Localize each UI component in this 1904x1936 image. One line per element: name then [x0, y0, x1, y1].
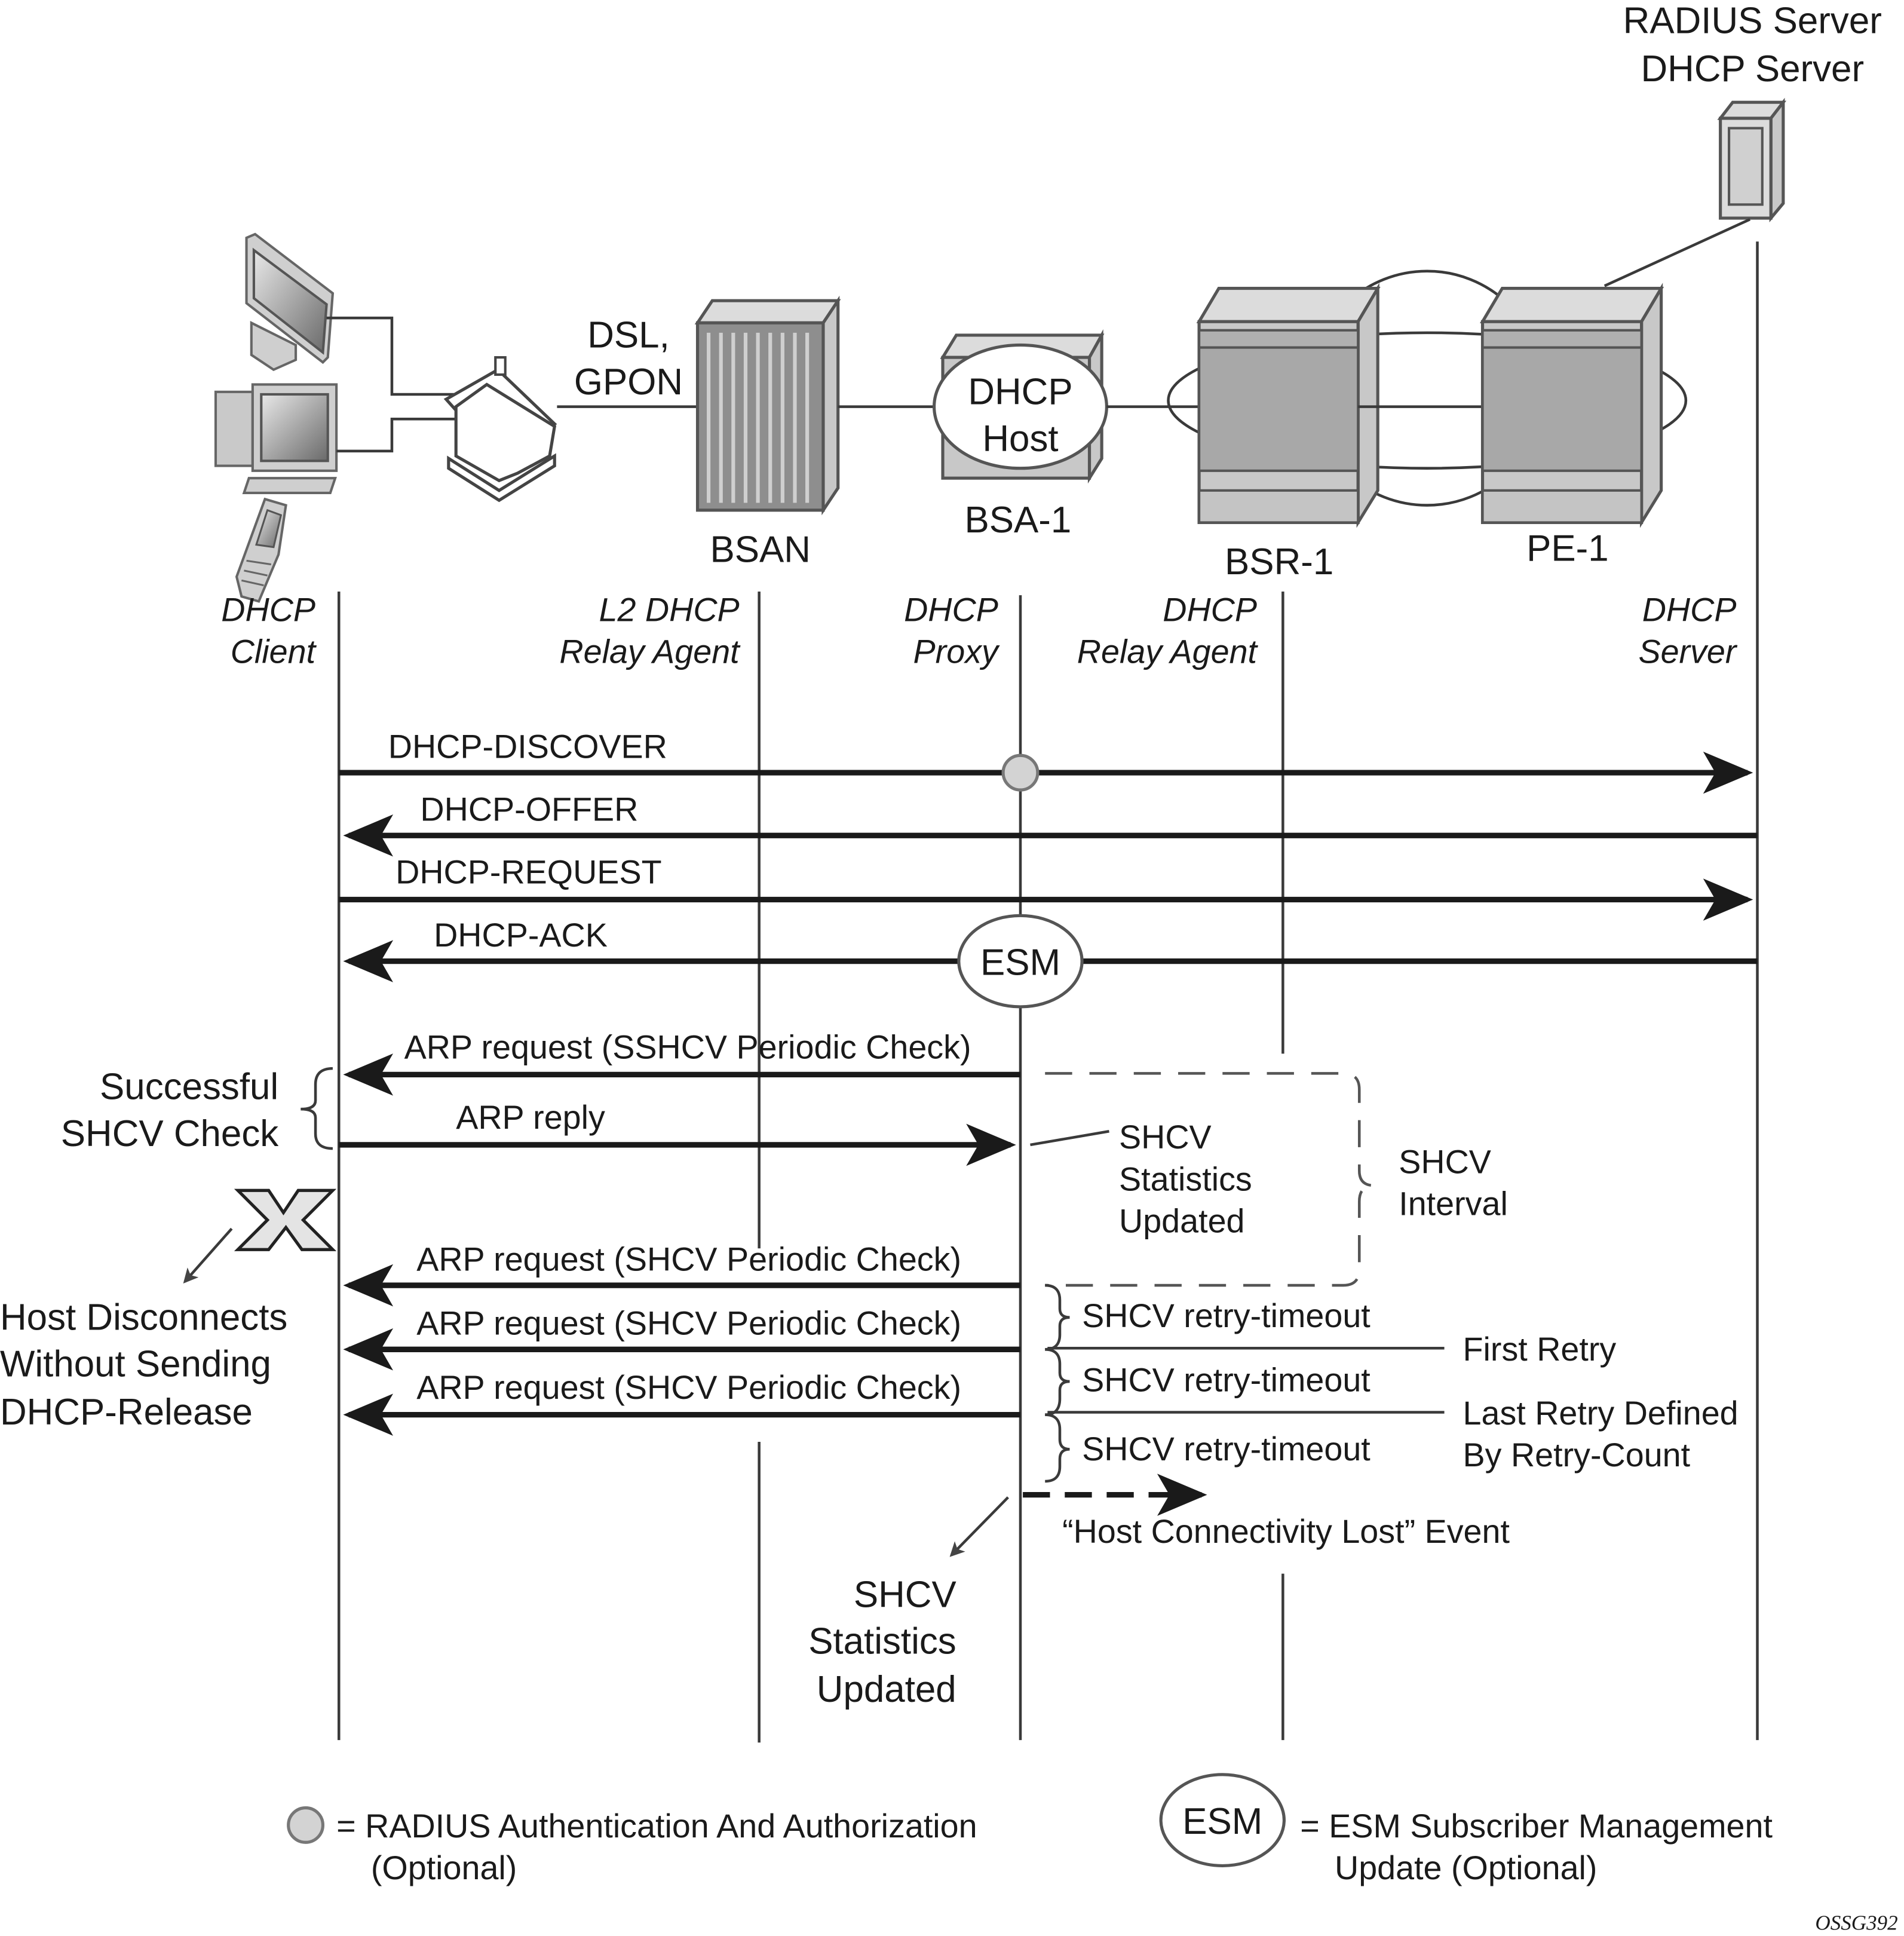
stats-updated-1-line2: Statistics	[1119, 1160, 1252, 1197]
msg-arp-req-2-label: ARP request (SHCV Periodic Check)	[416, 1240, 961, 1278]
role-proxy-line2: Proxy	[913, 633, 1000, 670]
legend-esm-symbol: ESM	[1182, 1801, 1262, 1842]
msg-arp-reply-label: ARP reply	[456, 1099, 605, 1136]
desktop-link	[336, 417, 456, 453]
stats-updated-2-line3: Updated	[817, 1669, 956, 1710]
desktop-computer-icon	[214, 383, 338, 495]
msg-offer-label: DHCP-OFFER	[420, 791, 638, 828]
bsr-icon	[1196, 283, 1381, 528]
radius-auth-marker	[1001, 753, 1040, 792]
bsa-label: BSA-1	[964, 500, 1071, 541]
esm-marker	[957, 914, 1084, 1009]
disconnect-x-icon	[234, 1188, 337, 1251]
server-icon	[1717, 97, 1787, 223]
legend-esm-icon	[1159, 1773, 1286, 1868]
first-retry-label: First Retry	[1463, 1331, 1617, 1368]
legend: = RADIUS Authentication And Authorizatio…	[287, 1773, 1773, 1886]
role-relay-line1: DHCP	[1163, 591, 1257, 628]
dhcp-host-label-1: DHCP	[968, 371, 1072, 412]
stats-updated-2-line1: SHCV	[854, 1574, 956, 1615]
msg-request-label: DHCP-REQUEST	[395, 854, 661, 891]
stats-pointer-2	[949, 1496, 1009, 1557]
last-retry-label-2: By Retry-Count	[1463, 1436, 1691, 1474]
connectivity-lost-label: “Host Connectivity Lost” Event	[1062, 1513, 1510, 1550]
role-l2-relay-line2: Relay Agent	[559, 633, 741, 670]
esm-marker-label: ESM	[980, 942, 1060, 983]
monitor-icon	[245, 232, 335, 372]
server-link	[1603, 218, 1751, 287]
role-relay-line2: Relay Agent	[1077, 633, 1259, 670]
stats-pointer-1	[1030, 1130, 1109, 1147]
host-disconnects-line2: Without Sending	[0, 1344, 271, 1385]
successful-check-brace	[301, 1067, 333, 1150]
bsan-icon	[694, 295, 841, 516]
legend-esm-line1: = ESM Subscriber Management	[1300, 1808, 1773, 1845]
dhcp-server-label: DHCP Server	[1641, 48, 1864, 90]
shcv-interval-line1: SHCV	[1399, 1143, 1491, 1180]
role-proxy-line1: DHCP	[904, 591, 998, 628]
successful-check-label-2: SHCV Check	[61, 1113, 279, 1154]
radius-server-label: RADIUS Server	[1623, 1, 1882, 42]
legend-radius-line1: = RADIUS Authentication And Authorizatio…	[336, 1808, 977, 1845]
shcv-interval-bracket	[1045, 1072, 1375, 1287]
disconnect-pointer	[183, 1227, 233, 1283]
retry-brace-2	[1045, 1348, 1070, 1416]
msg-arp-req-4-label: ARP request (SHCV Periodic Check)	[416, 1369, 961, 1406]
pe-label: PE-1	[1526, 528, 1609, 569]
stats-updated-1-line3: Updated	[1119, 1202, 1245, 1239]
retry-brace-1	[1045, 1283, 1070, 1351]
link-type-label-2: GPON	[574, 362, 683, 403]
server-label: RADIUS Server DHCP Server	[1623, 1, 1882, 90]
bsan-label: BSAN	[710, 529, 811, 570]
host-disconnects-line3: DHCP-Release	[0, 1392, 253, 1433]
last-retry-label-1: Last Retry Defined	[1463, 1395, 1739, 1432]
successful-check-label-1: Successful	[100, 1067, 278, 1108]
monitor-link	[326, 316, 456, 396]
bsr-label: BSR-1	[1225, 541, 1333, 583]
msg-arp-req-3-label: ARP request (SHCV Periodic Check)	[416, 1305, 961, 1342]
link-type-label-1: DSL,	[587, 315, 670, 356]
role-server-line1: DHCP	[1642, 591, 1737, 628]
retry-timeout-1: SHCV retry-timeout	[1082, 1297, 1370, 1334]
home-gateway-icon	[443, 356, 557, 503]
retry-timeout-2: SHCV retry-timeout	[1082, 1361, 1370, 1398]
core-ring-outer	[1167, 331, 1688, 470]
host-disconnects-line1: Host Disconnects	[0, 1297, 287, 1338]
role-client-line1: DHCP	[221, 591, 315, 628]
role-server-line2: Server	[1638, 633, 1737, 670]
msg-arp-req-1-label: ARP request (SSHCV Periodic Check)	[404, 1029, 971, 1066]
figure-id: OSSG392	[1815, 1912, 1897, 1935]
legend-radius-line2: (Optional)	[371, 1849, 517, 1886]
role-l2-relay-line1: L2 DHCP	[599, 591, 740, 628]
stats-updated-1-line1: SHCV	[1119, 1119, 1212, 1156]
role-client-line2: Client	[231, 633, 317, 670]
stats-updated-2-line2: Statistics	[808, 1621, 956, 1662]
msg-ack-label: DHCP-ACK	[434, 917, 608, 954]
shcv-interval-line2: Interval	[1399, 1186, 1508, 1223]
legend-esm-line2: Update (Optional)	[1335, 1849, 1597, 1886]
legend-radius-icon	[287, 1806, 325, 1844]
retry-timeout-3: SHCV retry-timeout	[1082, 1430, 1370, 1468]
mobile-phone-icon	[235, 497, 287, 603]
retry-brace-3	[1045, 1413, 1070, 1483]
pe-icon	[1480, 283, 1664, 528]
msg-discover-label: DHCP-DISCOVER	[388, 728, 667, 765]
dhcp-host-label-2: Host	[982, 418, 1058, 460]
